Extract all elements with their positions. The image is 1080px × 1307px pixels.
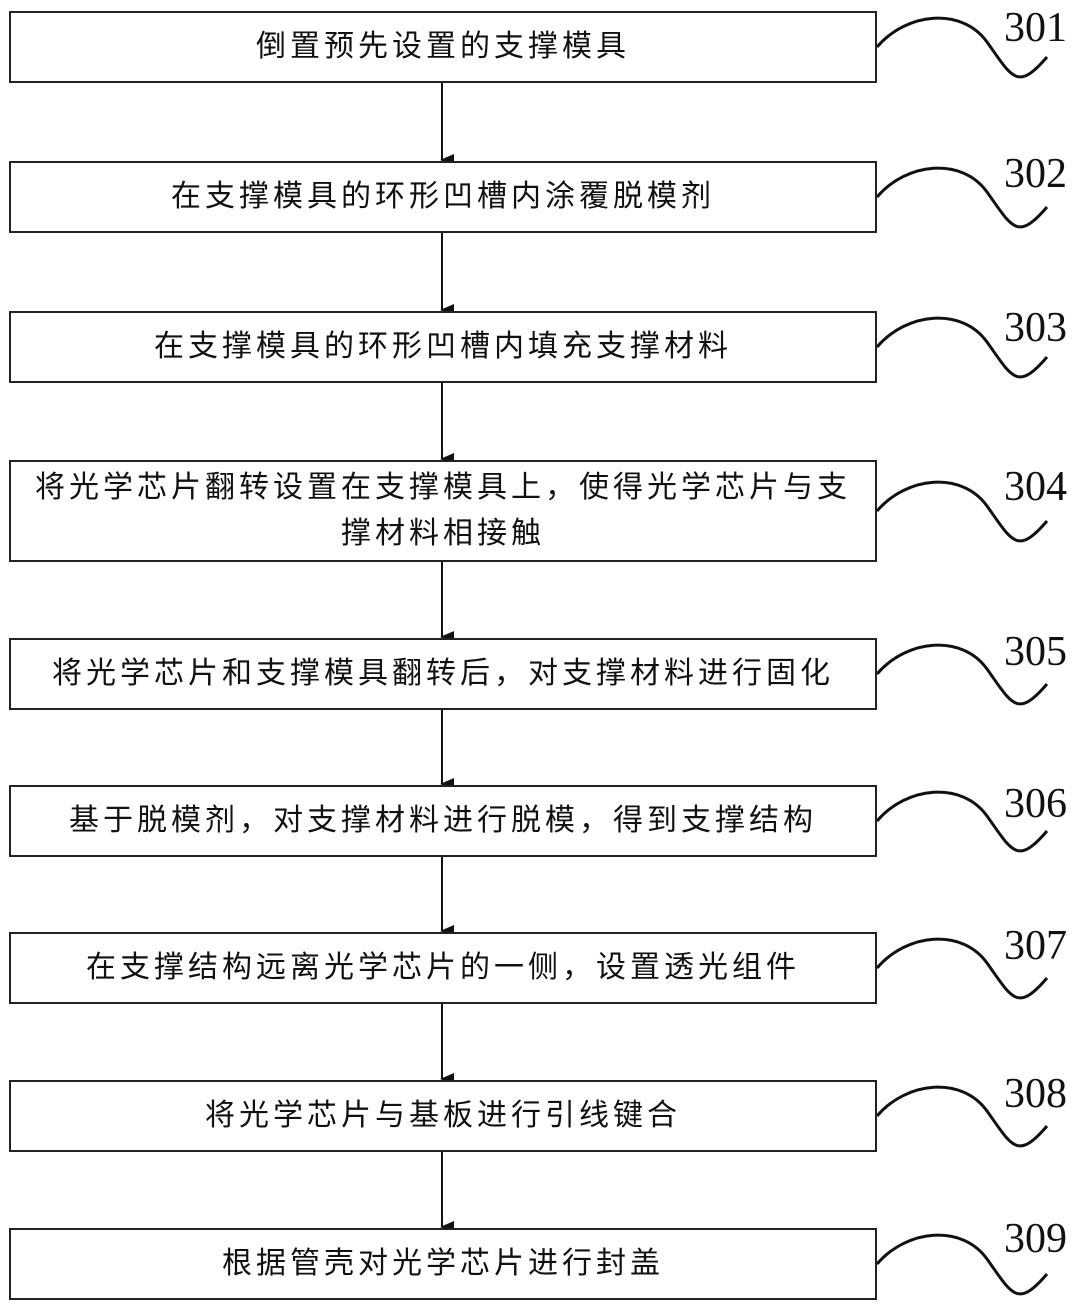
leader-squiggle	[875, 480, 1049, 543]
step-label-309: 309	[1004, 1216, 1067, 1262]
step-text-302: 在支撑模具的环形凹槽内涂覆脱模剂	[171, 179, 715, 214]
step-box-304: 将光学芯片翻转设置在支撑模具上，使得光学芯片与支撑材料相接触	[9, 460, 877, 562]
step-label-307: 307	[1004, 923, 1067, 969]
step-box-301: 倒置预先设置的支撑模具	[9, 11, 877, 83]
step-label-305: 305	[1004, 629, 1067, 675]
step-text-309: 根据管壳对光学芯片进行封盖	[222, 1246, 664, 1281]
step-box-302: 在支撑模具的环形凹槽内涂覆脱模剂	[9, 161, 877, 233]
leader-squiggle	[875, 16, 1049, 79]
step-text-305: 将光学芯片和支撑模具翻转后，对支撑材料进行固化	[52, 656, 834, 691]
step-label-306: 306	[1004, 781, 1067, 827]
step-text-303: 在支撑模具的环形凹槽内填充支撑材料	[154, 329, 732, 364]
leader-squiggle	[875, 643, 1049, 706]
step-label-303: 303	[1004, 305, 1067, 351]
step-text-304: 将光学芯片翻转设置在支撑模具上，使得光学芯片与支撑材料相接触	[35, 470, 851, 551]
leader-squiggle	[875, 937, 1049, 1000]
leader-squiggle	[875, 1085, 1049, 1148]
leader-squiggle	[875, 790, 1049, 853]
step-label-301: 301	[1004, 5, 1067, 51]
step-text-308: 将光学芯片与基板进行引线键合	[205, 1098, 681, 1133]
step-box-306: 基于脱模剂，对支撑材料进行脱模，得到支撑结构	[9, 785, 877, 857]
leader-squiggle	[875, 316, 1049, 379]
step-box-307: 在支撑结构远离光学芯片的一侧，设置透光组件	[9, 932, 877, 1004]
leader-squiggle	[875, 1233, 1049, 1296]
step-label-302: 302	[1004, 151, 1067, 197]
step-text-307: 在支撑结构远离光学芯片的一侧，设置透光组件	[86, 950, 800, 985]
step-box-308: 将光学芯片与基板进行引线键合	[9, 1080, 877, 1152]
step-text-306: 基于脱模剂，对支撑材料进行脱模，得到支撑结构	[69, 803, 817, 838]
step-label-308: 308	[1004, 1071, 1067, 1117]
step-box-303: 在支撑模具的环形凹槽内填充支撑材料	[9, 311, 877, 383]
step-box-309: 根据管壳对光学芯片进行封盖	[9, 1228, 877, 1300]
step-box-305: 将光学芯片和支撑模具翻转后，对支撑材料进行固化	[9, 638, 877, 710]
step-label-304: 304	[1004, 464, 1067, 510]
leader-squiggle	[875, 166, 1049, 229]
step-text-301: 倒置预先设置的支撑模具	[256, 29, 630, 64]
